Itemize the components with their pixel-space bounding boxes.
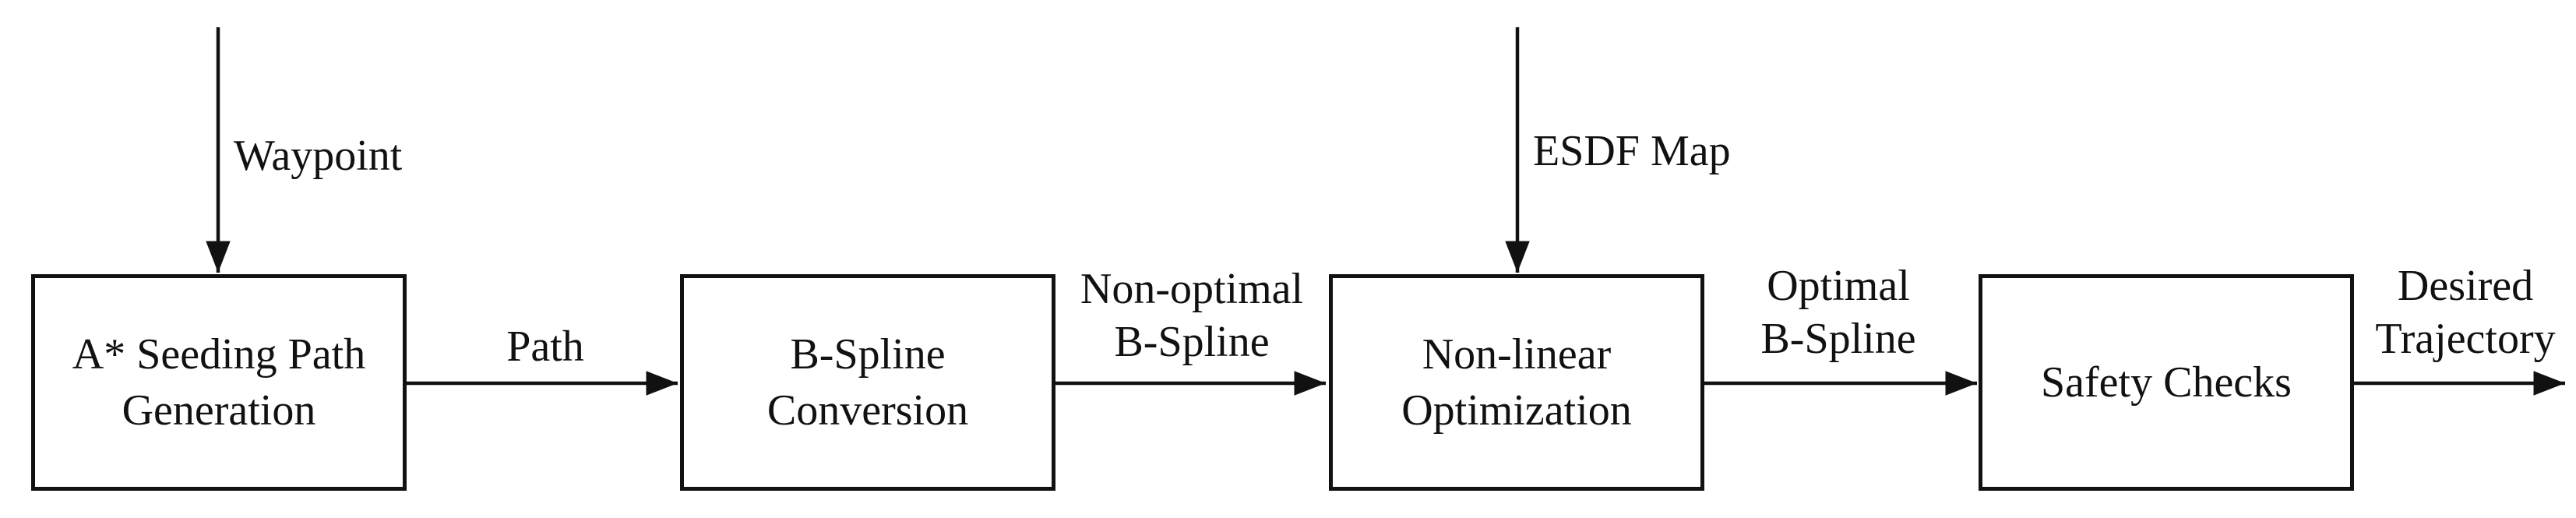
bspline-conversion-label: B-Spline Conversion: [766, 330, 969, 435]
astar-seeding-block: A* Seeding Path Generation: [31, 274, 407, 491]
non-optimal-bspline-label: Non-optimal B-Spline: [1080, 265, 1304, 366]
safety-checks-block: Safety Checks: [1979, 274, 2354, 491]
waypoint-label: Waypoint: [234, 132, 403, 180]
bspline-conversion-block: B-Spline Conversion: [680, 274, 1055, 491]
esdf-map-label: ESDF Map: [1533, 127, 1731, 175]
optimal-bspline-label: Optimal B-Spline: [1760, 262, 1916, 363]
path-label: Path: [506, 322, 584, 371]
desired-trajectory-label: Desired Trajectory: [2375, 262, 2556, 363]
safety-checks-label: Safety Checks: [2041, 358, 2292, 407]
nonlinear-optimization-block: Non-linear Optimization: [1329, 274, 1704, 491]
astar-seeding-label: A* Seeding Path Generation: [72, 330, 366, 435]
nonlinear-optimization-label: Non-linear Optimization: [1401, 330, 1632, 435]
